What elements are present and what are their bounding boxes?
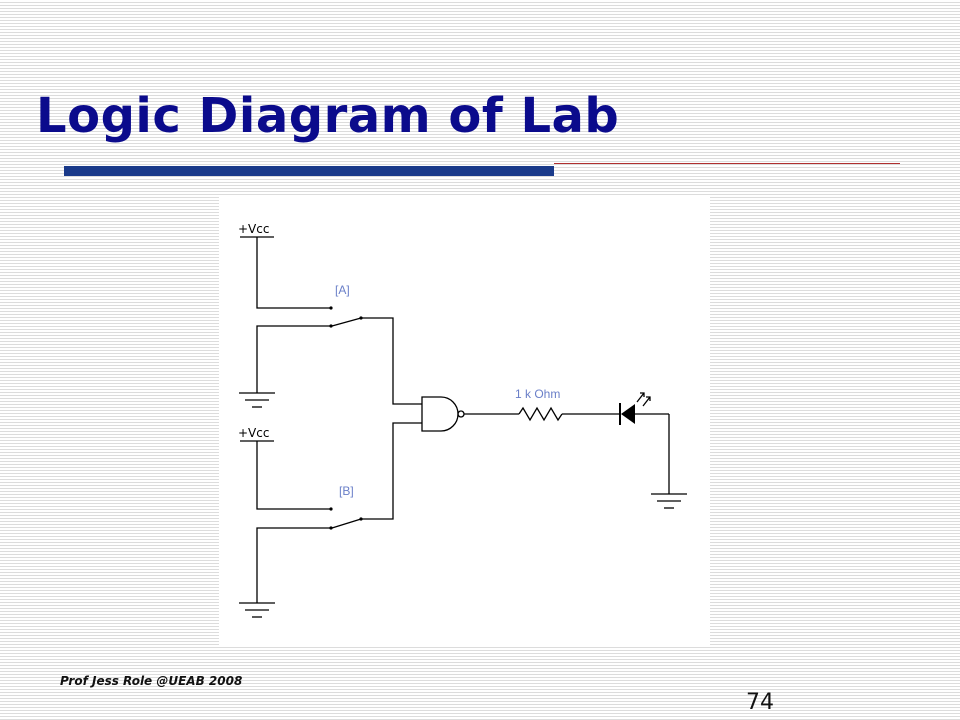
title-underline-rule [554, 163, 900, 164]
resistor-label: 1 k Ohm [515, 387, 560, 401]
switch-a-lever [331, 317, 362, 327]
switch-b-top-contact [329, 507, 333, 511]
ground-wire-a [256, 325, 331, 393]
ground-wire-b [256, 527, 331, 603]
vcc-wire-bottom [256, 441, 330, 510]
vcc-label-top: +Vcc [238, 222, 269, 236]
switch-b-lever [331, 518, 362, 529]
switch-b-circuit: +Vcc [B] [238, 422, 422, 618]
nand-gate-bubble [457, 410, 465, 418]
led-ray-2-head [646, 396, 651, 401]
switch-a-circuit: +Vcc [A] [238, 222, 422, 408]
led-ray-1-head [640, 392, 645, 397]
switch-b-output-wire [362, 422, 422, 520]
logic-diagram-panel: +Vcc [A] +Vcc [B] [219, 196, 710, 646]
led-ray-1 [636, 392, 645, 403]
vcc-label-bottom: +Vcc [238, 426, 269, 440]
resistor: 1 k Ohm [515, 387, 620, 422]
switch-a-label: [A] [335, 283, 350, 297]
led [619, 392, 687, 509]
title-underline-bar [64, 166, 554, 176]
led-triangle [621, 404, 635, 424]
vcc-wire-top [256, 237, 330, 309]
switch-a-top-contact [329, 306, 333, 310]
slide-number: 74 [746, 690, 774, 715]
led-ray-2 [642, 396, 651, 407]
resistor-zigzag [518, 406, 563, 422]
footer-credit: Prof Jess Role @UEAB 2008 [60, 674, 243, 688]
nand-gate [421, 396, 519, 432]
switch-b-label: [B] [339, 484, 354, 498]
nand-gate-body [421, 396, 459, 432]
switch-a-output-wire [362, 317, 422, 405]
slide-title: Logic Diagram of Lab [36, 88, 620, 144]
logic-diagram: +Vcc [A] +Vcc [B] [238, 222, 687, 618]
